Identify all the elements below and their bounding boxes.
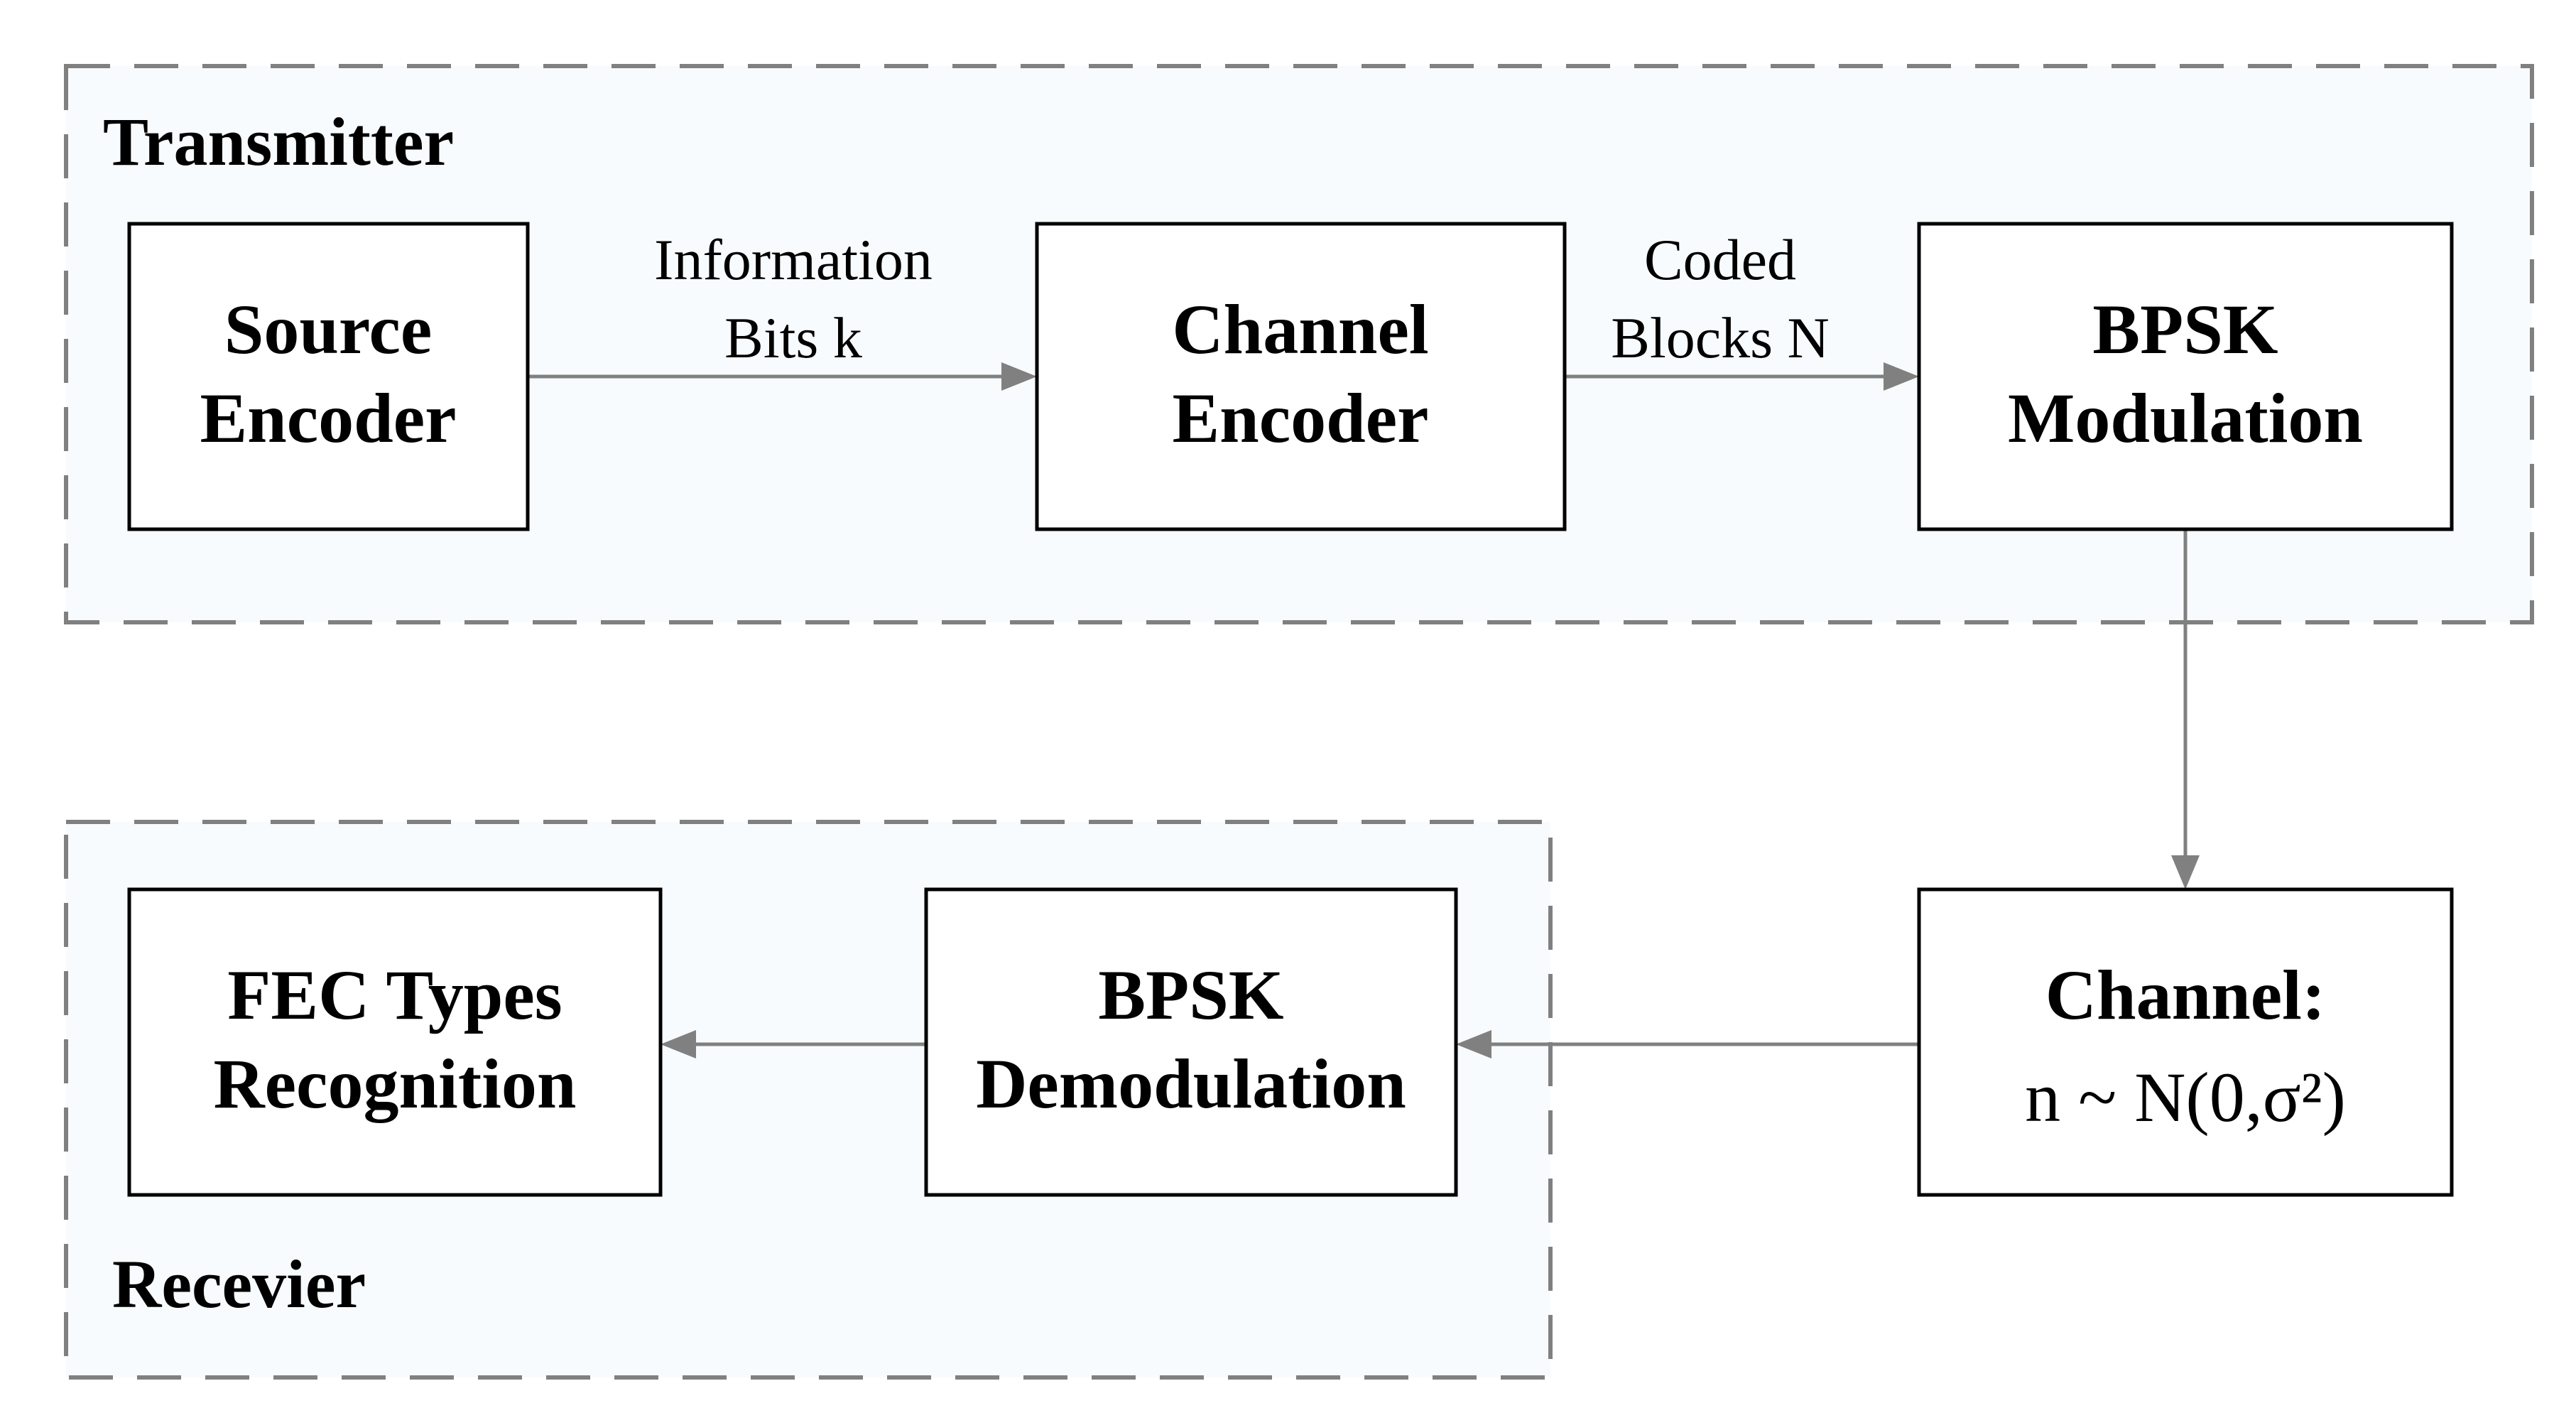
arrow-channel-encoder-to-bpsk xyxy=(1565,362,1919,391)
arrow-source-to-channel-encoder xyxy=(528,362,1037,391)
noise-formula: n ~ N(0,σ²) xyxy=(2025,1058,2346,1137)
edge-label-coded-blocks: Coded Blocks N xyxy=(1611,227,1830,370)
block-line2: Recognition xyxy=(213,1044,576,1123)
edge-label-information-bits: Information Bits k xyxy=(654,227,933,370)
block-line1: Channel xyxy=(1172,290,1428,369)
block-fec-types-recognition: FEC Types Recognition xyxy=(127,887,663,1197)
block-line2: Demodulation xyxy=(976,1044,1406,1123)
edge-label-line1: Coded xyxy=(1644,227,1796,292)
edge-label-line2: Blocks N xyxy=(1611,305,1830,370)
transmitter-label: Transmitter xyxy=(103,104,454,180)
block-channel-encoder: Channel Encoder xyxy=(1035,222,1567,531)
block-source-encoder: Source Encoder xyxy=(127,222,530,531)
edge-label-line2: Bits k xyxy=(724,305,862,370)
block-bpsk-modulation: BPSK Modulation xyxy=(1917,222,2454,531)
block-line2: Encoder xyxy=(1172,379,1428,457)
edge-label-line1: Information xyxy=(654,227,933,292)
receiver-label: Recevier xyxy=(112,1246,366,1322)
block-line1: Channel: xyxy=(2045,955,2326,1034)
block-channel: Channel: n ~ N(0,σ²) xyxy=(1917,887,2454,1197)
arrow-channel-to-demodulation xyxy=(1456,1030,1919,1058)
block-line2: Encoder xyxy=(200,379,456,457)
block-line1: BPSK xyxy=(2092,290,2278,369)
arrow-bpsk-to-channel xyxy=(2171,529,2200,889)
block-bpsk-demodulation: BPSK Demodulation xyxy=(924,887,1458,1197)
block-line1: Source xyxy=(224,290,433,369)
block-line1: FEC Types xyxy=(227,955,562,1034)
block-line2: Modulation xyxy=(2008,379,2363,457)
arrow-demodulation-to-fec xyxy=(661,1030,926,1058)
block-line1: BPSK xyxy=(1098,955,1283,1034)
